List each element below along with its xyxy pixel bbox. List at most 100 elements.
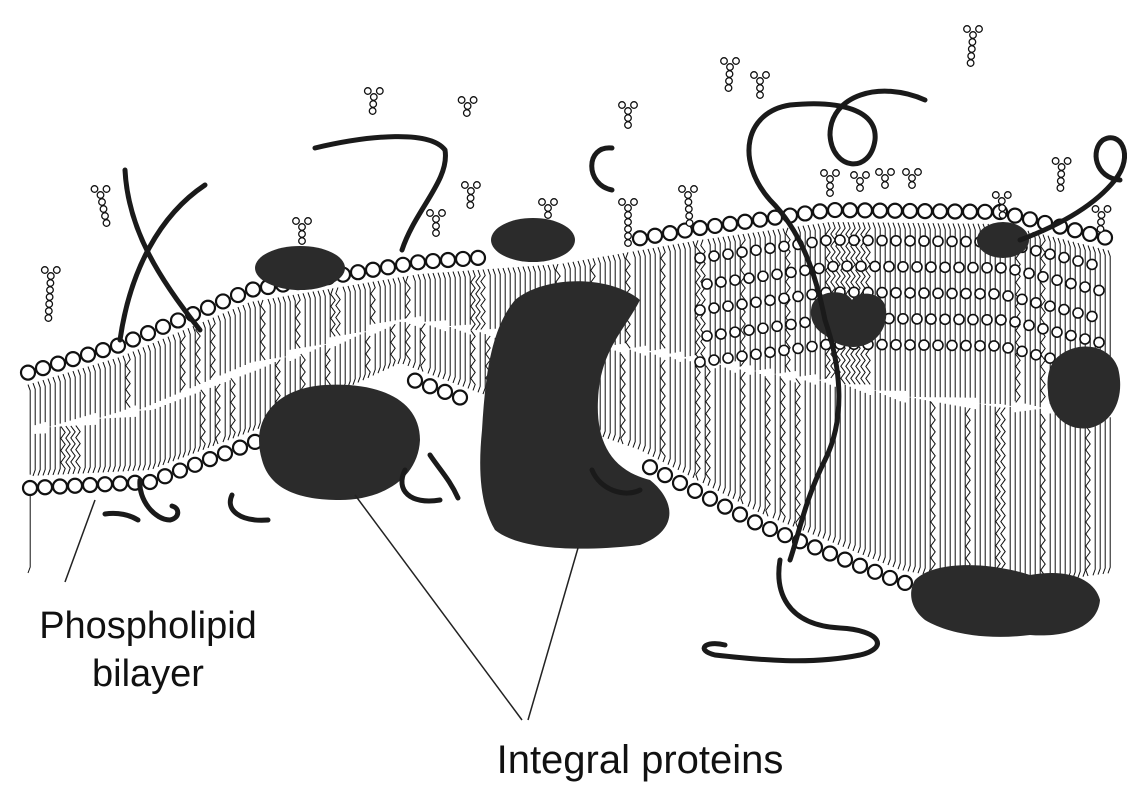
lipid-tail xyxy=(388,327,390,369)
lipid-tail xyxy=(833,387,835,543)
lipid-tail xyxy=(98,419,100,473)
lipid-tail xyxy=(203,322,205,382)
lipid-tail xyxy=(893,399,895,567)
chain-bottom-hook-6 xyxy=(105,513,138,520)
lipid-head xyxy=(738,215,752,229)
lipid-tail xyxy=(368,283,370,325)
lipid-tail xyxy=(931,402,935,576)
lipid-head xyxy=(961,289,971,299)
lipid-tail xyxy=(213,386,215,446)
lipid-head xyxy=(891,236,901,246)
lipid-tail xyxy=(853,389,855,551)
lipid-head xyxy=(66,352,80,366)
lipid-tail xyxy=(208,388,210,448)
lipid-head xyxy=(730,327,740,337)
lipid-head xyxy=(751,245,761,255)
lipid-head xyxy=(772,321,782,331)
sugar-bead xyxy=(686,206,693,213)
lipid-tail xyxy=(1038,409,1040,583)
sugar-bead xyxy=(976,26,983,33)
lipid-tail xyxy=(781,378,785,522)
lipid-tail xyxy=(143,347,145,407)
lipid-head xyxy=(748,515,762,529)
lipid-head xyxy=(695,357,705,367)
lipid-head xyxy=(663,226,677,240)
lower-leaflet-heads xyxy=(23,374,912,590)
lipid-tail xyxy=(448,327,450,381)
lipid-head xyxy=(883,571,897,585)
sugar-bead xyxy=(97,192,104,199)
lipid-tail xyxy=(1103,412,1105,574)
lipid-head xyxy=(1083,227,1097,241)
sugar-bead xyxy=(833,170,840,177)
lipid-tail xyxy=(88,367,90,415)
lipid-head xyxy=(1094,337,1104,347)
lipid-tail xyxy=(1041,235,1045,403)
sugar-bead xyxy=(691,186,698,193)
lipid-head xyxy=(702,279,712,289)
lipid-head xyxy=(807,237,817,247)
lipid-head xyxy=(968,315,978,325)
lipid-tail xyxy=(196,324,200,384)
lipid-tail xyxy=(153,343,155,403)
lipid-tail xyxy=(48,427,50,475)
lipid-tail xyxy=(868,395,870,557)
lipid-tail xyxy=(1053,413,1055,581)
sugar-bead xyxy=(1057,185,1064,192)
lipid-tail xyxy=(983,405,985,585)
lipid-head xyxy=(156,320,170,334)
lipid-tail xyxy=(33,434,35,476)
lipid-tail xyxy=(48,379,50,427)
lipid-tail xyxy=(421,324,425,372)
lipid-tail xyxy=(163,405,165,465)
sugar-bead xyxy=(726,78,733,85)
sugar-bead xyxy=(370,101,377,108)
lipid-head xyxy=(912,262,922,272)
sugar-bead xyxy=(909,175,916,182)
lipid-head xyxy=(1024,320,1034,330)
lipid-tail xyxy=(1013,412,1015,586)
chain-bottom-hook-3 xyxy=(402,470,440,501)
lipid-tail xyxy=(903,403,905,571)
lipid-tail xyxy=(458,271,460,325)
phospholipid-label-line1: Phospholipid xyxy=(12,602,284,650)
lipid-head xyxy=(933,288,943,298)
lipid-tail xyxy=(88,425,90,473)
sugar-bead xyxy=(46,301,53,308)
lipid-head xyxy=(763,522,777,536)
lipid-head xyxy=(366,263,380,277)
lipid-tail xyxy=(748,375,750,507)
sugar-bead xyxy=(539,199,546,206)
lipid-head xyxy=(408,374,422,388)
lipid-tail xyxy=(683,243,685,357)
sugar-bead xyxy=(763,72,770,79)
lipid-head xyxy=(807,289,817,299)
lipid-tail xyxy=(98,364,100,418)
lipid-tail xyxy=(173,401,175,461)
sugar-bead xyxy=(103,186,110,193)
sugar-bead xyxy=(464,103,471,110)
peripheral-protein-bottom-right xyxy=(911,565,1100,637)
lipid-tail xyxy=(863,393,865,555)
lipid-tail xyxy=(943,223,945,397)
lipid-tail xyxy=(108,361,110,415)
lipid-tail xyxy=(201,390,205,450)
lipid-head xyxy=(1059,305,1069,315)
lipid-head xyxy=(828,203,842,217)
lipid-head xyxy=(961,237,971,247)
lipid-head xyxy=(948,204,962,218)
sugar-bead xyxy=(685,199,692,206)
lipid-tail xyxy=(738,370,740,502)
lipid-head xyxy=(828,262,838,272)
lipid-tail xyxy=(763,376,765,514)
lipid-tail xyxy=(938,223,940,397)
lipid-head xyxy=(126,333,140,347)
lipid-tail xyxy=(261,300,265,360)
sugar-bead xyxy=(625,233,632,240)
lipid-head xyxy=(1038,272,1048,282)
lipid-tail xyxy=(258,369,260,429)
lipid-head xyxy=(933,236,943,246)
lipid-tail xyxy=(758,374,760,512)
lipid-tail xyxy=(723,368,725,494)
lipid-tail xyxy=(228,311,230,371)
